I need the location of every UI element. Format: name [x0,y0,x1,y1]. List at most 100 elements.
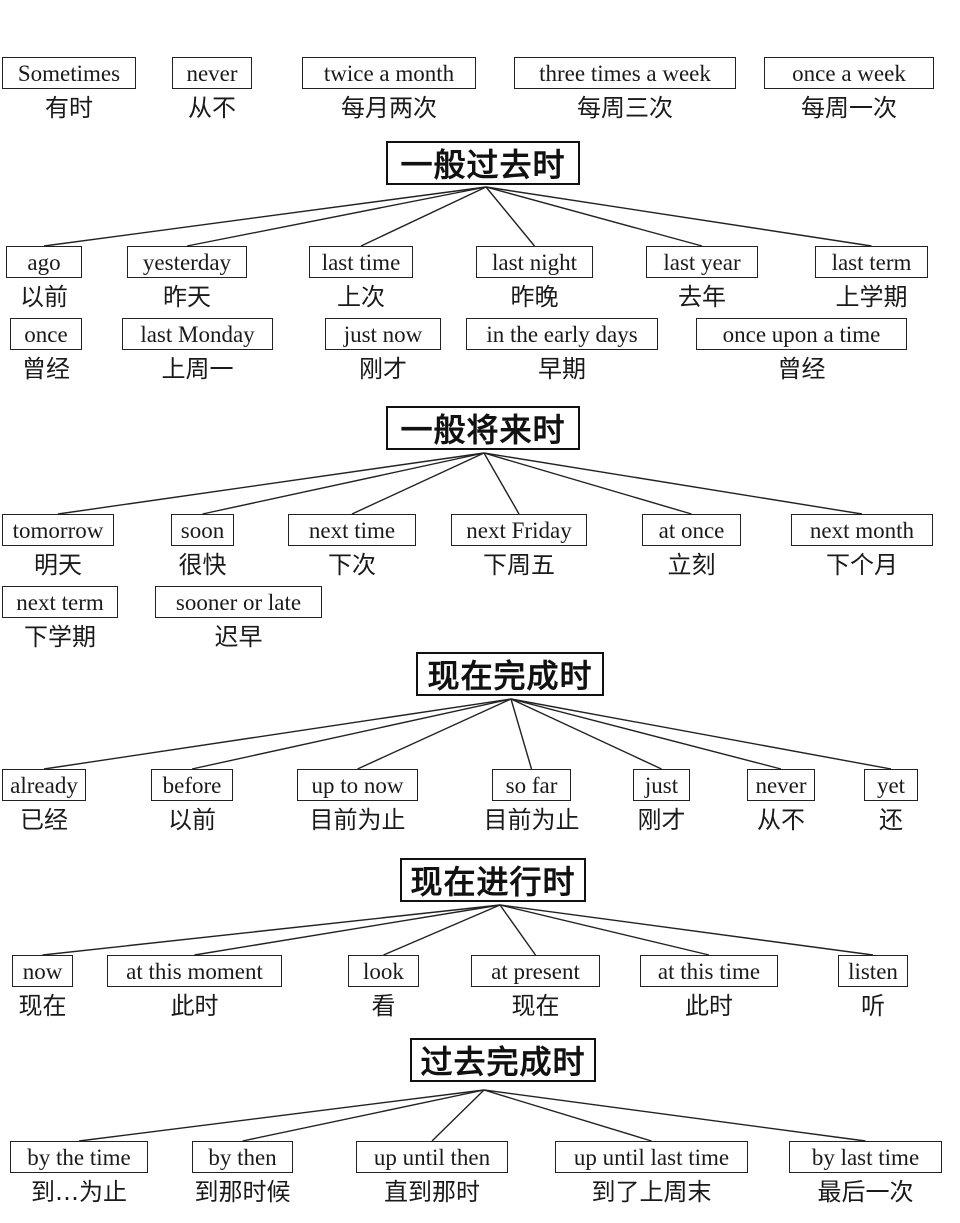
keyword-translation: 从不 [188,94,236,122]
keyword-box-by-the-time: by the time [10,1141,148,1173]
tense-title: 现在完成时 [416,652,604,696]
keyword-translation: 下学期 [24,623,96,651]
tense-title: 过去完成时 [410,1038,596,1082]
keyword-translation: 昨晚 [510,283,559,311]
keyword-box-up-until-then: up until then [356,1141,508,1173]
connector-line [43,698,512,770]
keyword-translation: 上次 [337,283,385,311]
keyword-translation: 到…为止 [31,1178,127,1206]
connector-line [499,904,710,956]
connector-line [42,904,501,956]
keyword-translation: 已经 [20,806,68,834]
keyword-box-ago: ago [6,246,82,278]
tense-title: 一般将来时 [386,406,580,450]
keyword-translation: 每月两次 [341,94,437,122]
connector-line [499,904,874,956]
keyword-box-once-a-week: once a week [764,57,934,89]
keyword-box-listen: listen [838,955,908,987]
keyword-translation: 以前 [20,283,68,311]
keyword-translation: 还 [879,806,903,834]
connector-line [194,904,501,956]
keyword-box-next-month: next month [791,514,933,546]
keyword-translation: 看 [371,992,396,1020]
keyword-box-last-term: last term [815,246,928,278]
keyword-translation: 去年 [678,283,726,311]
keyword-translation: 目前为止 [483,806,580,834]
keyword-box-sometimes: Sometimes [2,57,136,89]
keyword-translation: 下次 [328,551,376,579]
connector-line [485,186,536,247]
keyword-translation: 昨天 [163,283,211,311]
connector-line [57,452,485,515]
keyword-box-up-to-now: up to now [297,769,418,801]
keyword-translation: 此时 [170,992,219,1020]
keyword-box-next-friday: next Friday [451,514,587,546]
tense-title: 现在进行时 [400,858,586,902]
keyword-box-up-until-last-time: up until last time [555,1141,748,1173]
keyword-box-next-term: next term [2,586,118,618]
connector-line [383,904,501,956]
keyword-translation: 最后一次 [817,1178,914,1206]
keyword-translation: 上周一 [161,355,234,383]
keyword-box-once-upon-a-time: once upon a time [696,318,907,350]
keyword-box-just-now: just now [325,318,441,350]
keyword-translation: 目前为止 [309,806,406,834]
connector-line [43,186,487,247]
keyword-box-by-last-time: by last time [789,1141,942,1173]
keyword-box-look: look [348,955,419,987]
keyword-translation: 下周五 [483,551,555,579]
keyword-translation: 下个月 [826,551,898,579]
keyword-box-just: just [633,769,690,801]
keyword-translation: 听 [861,992,885,1020]
keyword-box-once: once [10,318,82,350]
keyword-translation: 早期 [538,355,586,383]
keyword-translation: 每周三次 [577,94,673,122]
connector-line [431,1089,485,1142]
keyword-box-last-year: last year [646,246,758,278]
connector-line [510,698,782,770]
keyword-box-at-once: at once [642,514,741,546]
connector-line [483,1089,866,1142]
keyword-box-at-this-moment: at this moment [107,955,282,987]
keyword-box-yesterday: yesterday [127,246,247,278]
connector-line [202,452,485,515]
keyword-box-so-far: so far [492,769,571,801]
keyword-box-in-the-early-days: in the early days [466,318,658,350]
keyword-box-already: already [2,769,86,801]
keyword-translation: 迟早 [214,623,263,651]
connector-line [360,186,487,247]
connector-line [483,452,692,515]
keyword-translation: 现在 [18,992,67,1020]
keyword-box-sooner-or-late: sooner or late [155,586,322,618]
keyword-box-last-time: last time [309,246,413,278]
connector-line [483,452,863,515]
connector-line [78,1089,485,1142]
connector-line [485,186,703,247]
connector-line [186,186,487,247]
keyword-translation: 刚才 [359,355,407,383]
connector-line [499,904,537,956]
tense-title: 一般过去时 [386,141,580,185]
connector-line [351,452,485,515]
keyword-translation: 到了上周末 [591,1178,712,1206]
connector-line [242,1089,485,1142]
keyword-box-tomorrow: tomorrow [2,514,114,546]
connector-line [357,698,512,770]
keyword-box-never: never [172,57,252,89]
connector-line [483,1089,652,1142]
keyword-translation: 明天 [34,551,82,579]
keyword-translation: 立刻 [667,551,716,579]
keyword-translation: 到那时候 [194,1178,291,1206]
keyword-box-before: before [151,769,233,801]
connector-line [510,698,892,770]
connector-line [483,452,520,515]
keyword-box-soon: soon [171,514,234,546]
keyword-box-last-night: last night [476,246,593,278]
keyword-box-by-then: by then [192,1141,293,1173]
keyword-box-at-this-time: at this time [640,955,778,987]
keyword-translation: 以前 [168,806,216,834]
keyword-box-three-times-a-week: three times a week [514,57,736,89]
keyword-translation: 现在 [511,992,560,1020]
keyword-translation: 曾经 [777,355,826,383]
